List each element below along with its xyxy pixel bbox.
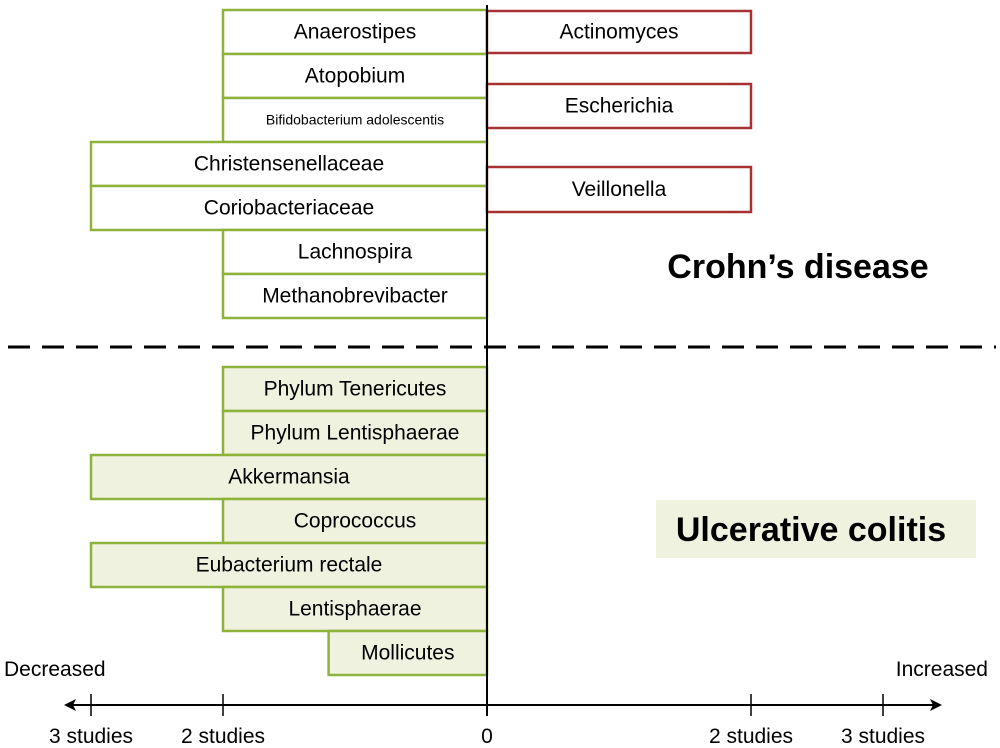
ulcerative-colitis-title: Ulcerative colitis [676,511,946,549]
x-tick-label: 3 studies [841,725,925,748]
bar-label: Phylum Lentisphaerae [251,422,460,445]
bar-label: Methanobrevibacter [262,285,448,308]
bar-label: Atopobium [305,65,405,88]
x-tick-label: 3 studies [49,725,133,748]
bar-label: Actinomyces [559,21,678,44]
bar-label: Anaerostipes [294,21,417,44]
bar-decreased-mollicutes [327,629,489,677]
bar-increased-actinomyces [485,9,753,55]
bar-label: Veillonella [572,178,667,201]
bar-label: Akkermansia [228,466,350,489]
bar-decreased-lentisphaerae [221,585,489,633]
bar-label: Eubacterium rectale [196,554,383,577]
increased-label: Increased [896,658,988,681]
bar-label: Coriobacteriaceae [204,197,374,220]
bar-decreased-atopobium [221,52,489,100]
bar-increased-escherichia [485,82,753,130]
bar-decreased-eubacterium-rectale [89,541,489,589]
bar-increased-veillonella [485,165,753,214]
crohns-disease-title: Crohn’s disease [667,248,928,286]
bar-label: Bifidobacterium adolescentis [266,112,444,128]
decreased-label: Decreased [4,658,106,681]
bar-label: Lentisphaerae [288,598,421,621]
bar-label: Coprococcus [294,510,417,533]
bar-label: Escherichia [565,95,674,118]
bar-label: Phylum Tenericutes [264,378,447,401]
bar-label: Lachnospira [298,241,413,264]
uc-title-background [656,500,976,558]
x-axis-ticks: 3 studies 2 studies 0 2 studies 3 studies [49,694,925,748]
bar-decreased-phylum-lentisphaerae [221,409,489,457]
bar-label: Christensenellaceae [194,153,384,176]
bar-decreased-anaerostipes [221,8,489,56]
bar-decreased-methanobrevibacter [221,272,489,320]
x-tick-label: 0 [481,725,493,748]
x-tick-label: 2 studies [181,725,265,748]
bar-label: Mollicutes [361,642,454,665]
x-tick-label: 2 studies [709,725,793,748]
